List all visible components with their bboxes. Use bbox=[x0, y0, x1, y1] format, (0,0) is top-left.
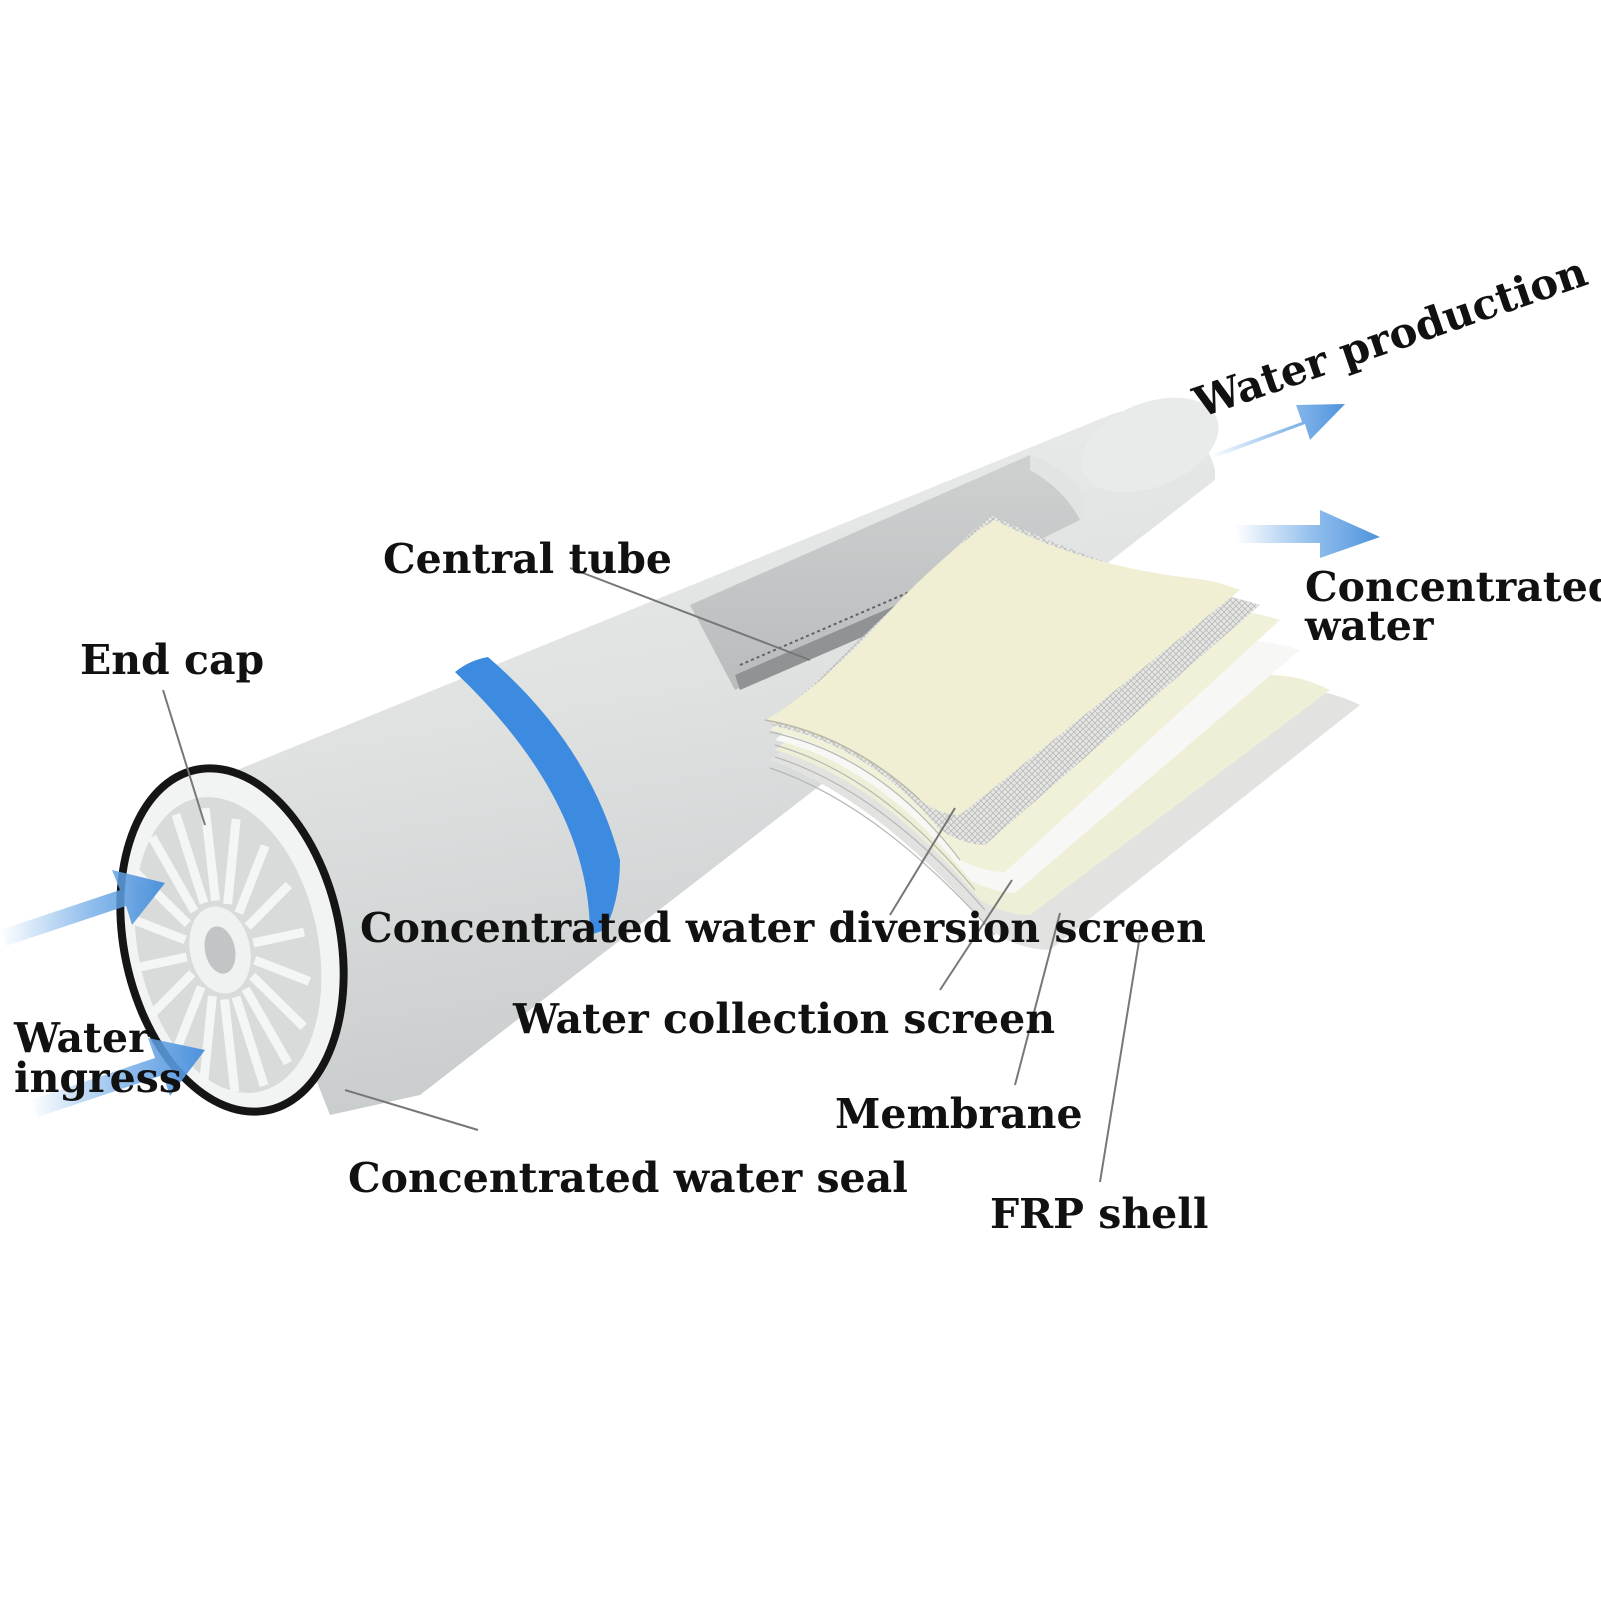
end-cap-spoke bbox=[219, 998, 240, 1093]
label-water-ingress-2: ingress bbox=[14, 1054, 182, 1102]
leader-frp-shell bbox=[1099, 934, 1141, 1183]
label-end-cap: End cap bbox=[80, 636, 264, 684]
flow-arrows bbox=[0, 404, 1380, 1117]
layer-membrane-top bbox=[765, 520, 1240, 815]
leader-collection-screen bbox=[939, 879, 1013, 991]
blue-band bbox=[455, 657, 620, 935]
label-concentrated-water-2: water bbox=[1304, 602, 1435, 650]
label-diversion-screen: Concentrated water diversion screen bbox=[360, 904, 1206, 952]
membrane-layers bbox=[764, 515, 1360, 950]
end-cap-spoke bbox=[244, 881, 293, 930]
label-concentrated-water-1: Concentrated bbox=[1305, 563, 1601, 611]
leader-water-seal bbox=[344, 1089, 479, 1131]
end-cap-spoke bbox=[134, 952, 188, 973]
end-cap bbox=[116, 764, 348, 1116]
leader-end-cap bbox=[162, 689, 206, 826]
label-membrane: Membrane bbox=[835, 1090, 1083, 1138]
label-central-tube: Central tube bbox=[383, 535, 672, 583]
end-cap-spokes bbox=[129, 807, 311, 1093]
label-water-ingress-1: Water bbox=[13, 1014, 151, 1062]
label-water-seal: Concentrated water seal bbox=[348, 1154, 908, 1202]
end-cap-spoke bbox=[129, 914, 187, 945]
end-cap-spoke bbox=[231, 995, 269, 1087]
end-cap-spoke bbox=[223, 818, 241, 905]
label-water-production: Water production bbox=[1186, 247, 1593, 428]
label-frp-shell: FRP shell bbox=[990, 1190, 1208, 1238]
end-cap-spoke bbox=[234, 844, 270, 915]
leader-membrane bbox=[1014, 912, 1061, 1086]
concentrated-water-arrow bbox=[1235, 510, 1380, 558]
end-cap-spoke bbox=[199, 995, 217, 1082]
end-cap-spoke bbox=[147, 970, 196, 1019]
end-cap-spoke bbox=[200, 807, 221, 902]
end-cap-spoke bbox=[253, 955, 311, 986]
end-cap-spoke bbox=[148, 834, 199, 914]
leader-diversion-screen bbox=[889, 807, 956, 916]
water-production-arrow bbox=[1210, 404, 1345, 458]
end-cap-spoke bbox=[248, 972, 307, 1031]
end-cap-spoke bbox=[252, 927, 306, 948]
cutaway-window bbox=[690, 455, 1085, 690]
end-cap-spoke bbox=[170, 985, 206, 1056]
leader-lines bbox=[162, 567, 1141, 1183]
end-cap-spoke bbox=[171, 813, 209, 905]
end-cap-spoke bbox=[241, 986, 292, 1066]
label-collection-screen: Water collection screen bbox=[512, 995, 1055, 1043]
leader-central-tube bbox=[569, 567, 811, 661]
water-ingress-arrow-lower bbox=[30, 1038, 205, 1117]
water-ingress-arrow-upper bbox=[0, 870, 165, 946]
